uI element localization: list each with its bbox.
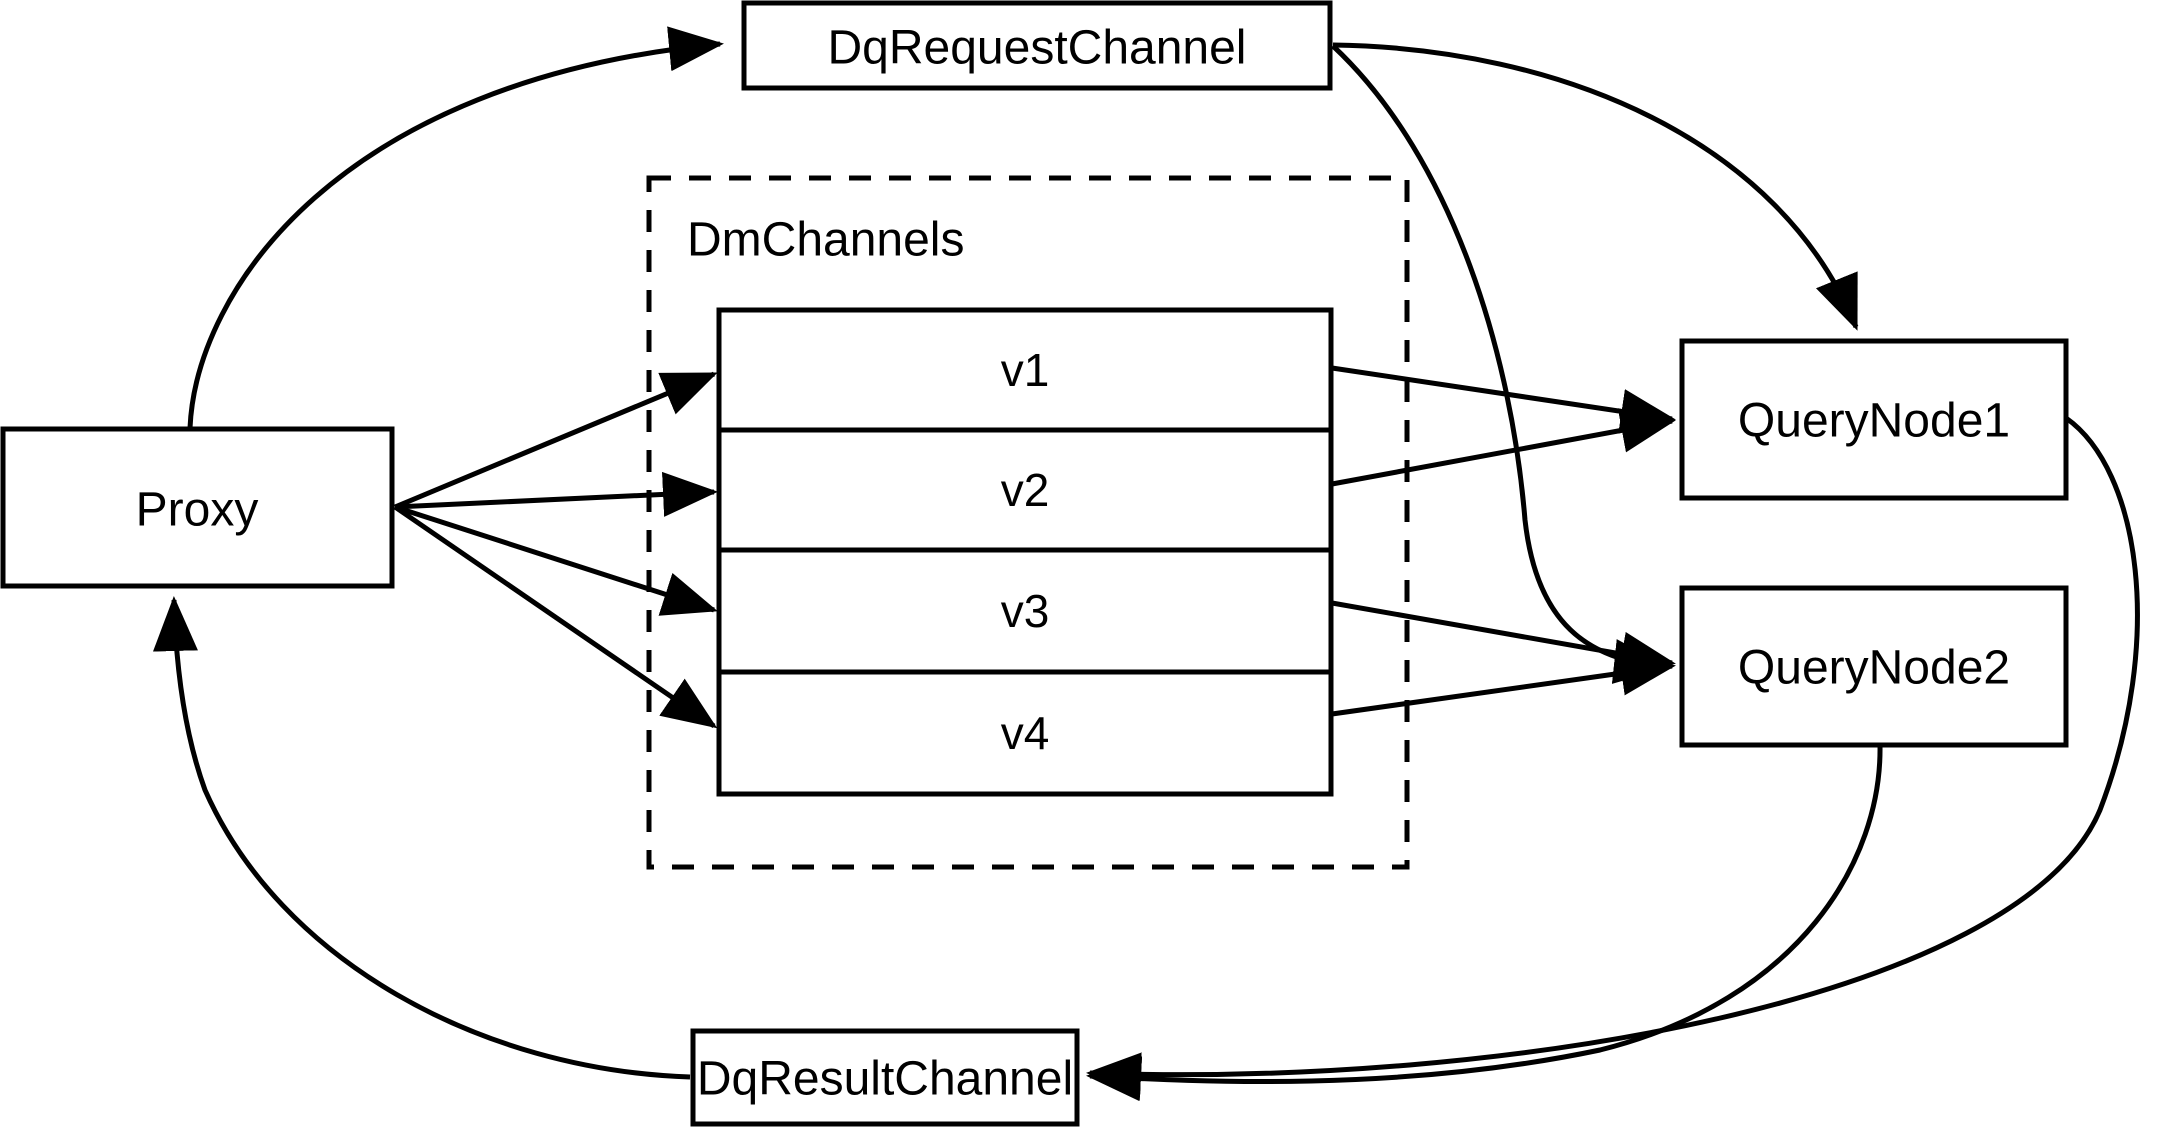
dmchannels-row-label-v1: v1 — [1001, 344, 1050, 396]
querynode1-label: QueryNode1 — [1738, 395, 2010, 448]
querynode1-box[interactable] — [1679, 338, 2069, 501]
dmchannels-row-label-v2: v2 — [1001, 464, 1050, 516]
edge-proxy-to-v2 — [394, 471, 718, 517]
dqrequestchannel-label: DqRequestChannel — [828, 22, 1247, 75]
dqrequestchannel-box[interactable] — [741, 0, 1333, 91]
edge-v1-to-querynode1 — [1331, 365, 1676, 434]
edge-dqrequestchannel-to-querynode1 — [1332, 42, 1859, 331]
edge-proxy-to-v3 — [394, 504, 718, 616]
dqresultchannel-box[interactable] — [690, 1028, 1080, 1127]
dmchannels-group-label: DmChannels — [687, 214, 964, 267]
edge-v3-to-querynode2 — [1331, 600, 1676, 677]
edge-proxy-to-v1 — [394, 371, 718, 510]
dmchannels-row-label-v3: v3 — [1001, 585, 1050, 637]
querynode2-box[interactable] — [1679, 585, 2069, 748]
edge-proxy-to-dqrequestchannel — [187, 26, 724, 429]
edge-dqresultchannel-to-proxy — [152, 596, 691, 1080]
edge-v2-to-querynode1 — [1331, 408, 1676, 487]
edge-proxy-to-v4 — [393, 504, 718, 729]
edge-v4-to-querynode2 — [1331, 650, 1676, 717]
dmchannels-group-box — [646, 175, 1410, 870]
edge-dqrequestchannel-to-querynode2 — [1331, 44, 1669, 684]
edge-querynode2-to-dqresultchannel — [1086, 744, 1883, 1102]
dmchannels-row-label-v4: v4 — [1001, 707, 1050, 759]
edge-querynode1-to-dqresultchannel — [1086, 415, 2140, 1098]
dqresultchannel-label: DqResultChannel — [697, 1053, 1073, 1106]
proxy-label: Proxy — [136, 484, 259, 537]
querynode2-label: QueryNode2 — [1738, 642, 2010, 695]
proxy-box[interactable] — [0, 426, 395, 589]
